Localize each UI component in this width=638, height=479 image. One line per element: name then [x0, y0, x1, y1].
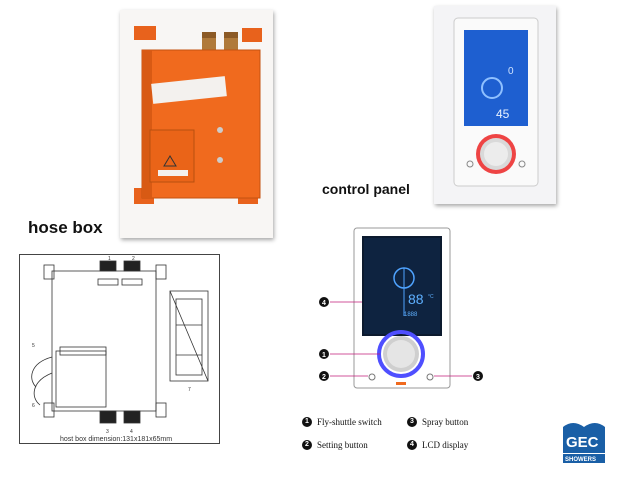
dimension-text: host box dimension:131x181x65mm [60, 436, 173, 443]
legend-item-setting: 2 Setting button [302, 440, 368, 450]
callout-6: 6 [32, 403, 35, 409]
logo-svg: GEC SHOWERS [563, 423, 605, 463]
callout-7: 7 [188, 387, 191, 393]
hose-box-photo [120, 10, 273, 238]
legend-text: Setting button [317, 440, 368, 450]
callout-1: 1 [108, 256, 111, 262]
control-panel-photo: 0 45 [434, 6, 556, 204]
legend-item-spray: 3 Spray button [407, 417, 468, 427]
callout-3: 3 [106, 429, 109, 435]
diagram-callout-2: 2 [322, 374, 326, 381]
legend-num: 4 [407, 440, 417, 450]
photo-temp-top: 0 [508, 66, 514, 77]
legend-item-lcd: 4 LCD display [407, 440, 468, 450]
lcd-unit: °C [428, 294, 434, 300]
lcd-small: 1888 [404, 312, 418, 318]
callout-4: 4 [130, 429, 133, 435]
gec-showers-logo: GEC SHOWERS [561, 419, 607, 465]
legend-text: Fly-shuttle switch [317, 417, 382, 427]
legend-num: 2 [302, 440, 312, 450]
logo-brand: GEC [566, 434, 599, 451]
legend-num: 3 [407, 417, 417, 427]
callout-2: 2 [132, 256, 135, 262]
hose-box-image [120, 10, 273, 238]
control-panel-diagram: 88 °C 1888 4 1 2 3 [300, 224, 500, 394]
diagram-callout-4: 4 [322, 300, 326, 307]
legend-text: Spray button [422, 417, 469, 427]
legend-num: 1 [302, 417, 312, 427]
lcd-digits: 88 [408, 291, 424, 307]
hose-box-label: hose box [28, 218, 103, 237]
diagram-svg: 88 °C 1888 4 1 2 3 [319, 227, 483, 389]
control-panel-label: control panel [322, 181, 410, 197]
photo-temp-main: 45 [496, 107, 510, 121]
hose-box-drawing: 1 2 3 4 5 6 7 [19, 254, 220, 444]
diagram-callout-3: 3 [476, 374, 480, 381]
control-panel-image: 0 45 [434, 6, 556, 204]
logo-sub: SHOWERS [565, 457, 596, 463]
diagram-callout-1: 1 [322, 352, 326, 359]
drawing-svg: 1 2 3 4 5 6 7 [31, 256, 209, 435]
callout-5: 5 [32, 343, 35, 349]
legend-text: LCD display [422, 440, 469, 450]
legend-item-fly-shuttle: 1 Fly-shuttle switch [302, 417, 382, 427]
